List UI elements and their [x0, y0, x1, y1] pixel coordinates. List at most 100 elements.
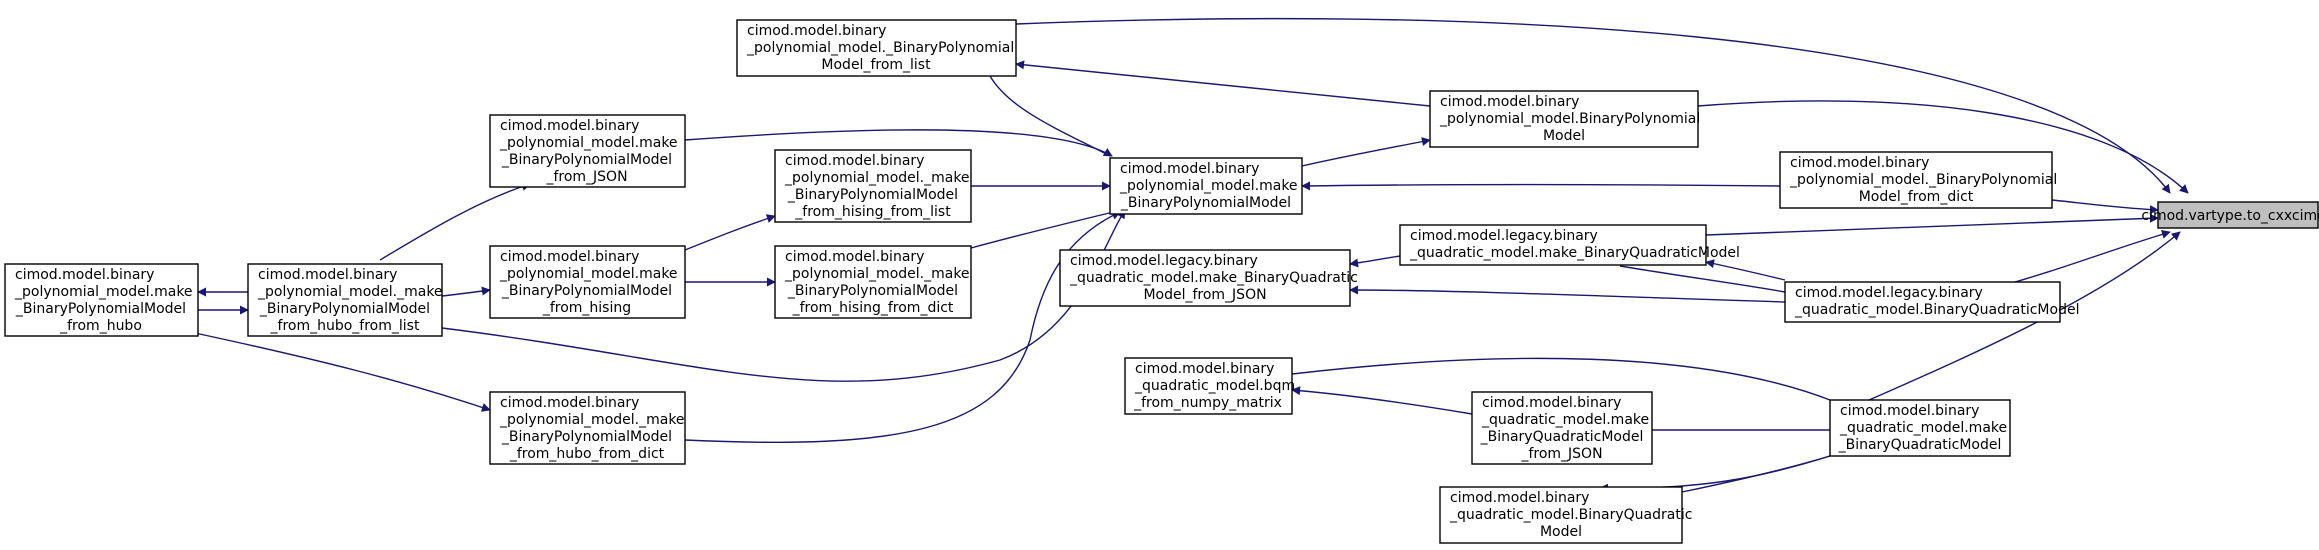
node-label-line: _BinaryQuadraticModel	[1480, 429, 1644, 445]
node-label-line: cimod.model.binary	[15, 267, 154, 283]
node-label-line: _from_hising_from_list	[794, 204, 951, 220]
node-label: cimod.vartype.to_cxxcimod	[2141, 208, 2319, 224]
edge-make-bpm-to-from-list	[989, 75, 1111, 157]
node-label-line: _from_hubo_from_list	[270, 318, 420, 334]
edge-bqm-json-to-numpy	[1291, 386, 1473, 415]
node-label-line: cimod.model.binary	[500, 395, 639, 411]
node-label-line: _polynomial_model._BinaryPolynomial	[1789, 172, 2057, 188]
node-label-line: _BinaryPolynomialModel	[787, 283, 958, 299]
node-bpm-make-from-hising-from-dict[interactable]: cimod.model.binary _polynomial_model._ma…	[774, 245, 972, 319]
edge-from-list-to-cxxcimod	[1015, 17, 2171, 194]
node-label-line: _quadratic_model.make	[1481, 412, 1649, 428]
node-label-line: _BinaryPolynomialModel	[501, 152, 672, 168]
node-label-line: _polynomial_model.make	[499, 135, 678, 151]
node-label-line: cimod.model.binary	[500, 118, 639, 134]
node-label-line: _from_hubo	[59, 318, 142, 334]
node-label-line: cimod.model.binary	[1440, 94, 1579, 110]
edge-legacy-bqm-to-legacy-json	[1349, 285, 1786, 303]
edge-legacy-make-to-cxxcimod	[1705, 213, 2159, 236]
node-bpm-make-from-hubo[interactable]: cimod.model.binary _polynomial_model.mak…	[4, 263, 199, 337]
node-legacy-BinaryQuadraticModel[interactable]: cimod.model.legacy.binary _quadratic_mod…	[1784, 281, 2079, 323]
edges	[194, 17, 2189, 493]
node-bpm-make-from-hubo-from-list[interactable]: cimod.model.binary _polynomial_model._ma…	[247, 263, 443, 337]
node-label-line: cimod.model.binary	[785, 153, 924, 169]
node-label-line: cimod.model.binary	[1135, 361, 1274, 377]
node-label-line: _BinaryPolynomialModel	[1120, 195, 1291, 211]
edge-hising-dict-to-make-bpm	[970, 205, 1131, 249]
node-label-line: _from_numpy_matrix	[1133, 395, 1282, 411]
node-label-line: cimod.model.binary	[1120, 161, 1259, 177]
edge-numpy-to-bqm-make	[1291, 357, 1831, 401]
edge-hubo-list-to-hising	[441, 286, 491, 297]
edge-hubo-list-to-from-json	[379, 182, 531, 261]
node-label-line: _polynomial_model.make	[499, 266, 678, 282]
node-bpm-make-BinaryPolynomialModel[interactable]: cimod.model.binary _polynomial_model.mak…	[1109, 157, 1303, 215]
edge-make-bpm-to-bpm	[1301, 137, 1431, 167]
node-label-line: _quadratic_model.make_BinaryQuadraticMod…	[1409, 245, 1740, 261]
node-label-line: _BinaryPolynomialModel	[501, 429, 672, 445]
node-label-line: Model	[1543, 128, 1585, 144]
node-label-line: _polynomial_model._make	[499, 412, 685, 428]
node-label-line: _quadratic_model.BinaryQuadratic	[1449, 507, 1692, 523]
edge-from-dict-to-make-bpm	[1301, 181, 1781, 191]
edge-legacy-make-to-legacy-json	[1349, 255, 1401, 268]
edge-bqm-class-to-bqm-make	[1681, 455, 1831, 493]
edge-hising-to-hising-list	[684, 214, 776, 251]
node-label-line: _from_hising_from_dict	[792, 300, 954, 316]
edge-hubo-to-hubo-dict	[194, 332, 491, 412]
node-label-line: _from_JSON	[545, 169, 627, 185]
node-to-cxxcimod[interactable]: cimod.vartype.to_cxxcimod	[2141, 201, 2319, 229]
edge-from-json-to-make-bpm	[684, 129, 1113, 157]
node-label-line: _quadratic_model.make	[1839, 420, 2007, 436]
node-bpm-make-from-hising-from-list[interactable]: cimod.model.binary _polynomial_model._ma…	[774, 149, 972, 223]
node-label-line: cimod.model.binary	[1482, 395, 1621, 411]
edge-legacy-bqm-to-legacy-make	[1705, 259, 1786, 281]
node-label-line: cimod.model.binary	[258, 267, 397, 283]
node-bpm-BinaryPolynomialModel[interactable]: cimod.model.binary _polynomial_model.Bin…	[1429, 90, 1700, 148]
node-label-line: cimod.model.binary	[785, 249, 924, 265]
node-label-line: _polynomial_model._make	[257, 284, 443, 300]
node-label-line: cimod.model.binary	[1840, 403, 1979, 419]
node-label-line: cimod.model.legacy.binary	[1410, 228, 1598, 244]
node-bqm-from-numpy-matrix[interactable]: cimod.model.binary _quadratic_model.bqm …	[1124, 357, 1295, 415]
node-label-line: cimod.model.legacy.binary	[1070, 253, 1258, 269]
node-label-line: Model_from_dict	[1859, 189, 1974, 205]
node-label-line: _from_hubo_from_dict	[509, 446, 665, 462]
node-bpm-BinaryPolynomialModel-from-dict[interactable]: cimod.model.binary _polynomial_model._Bi…	[1779, 151, 2057, 209]
edge-legacy-make-to-legacy-bqm	[1619, 265, 1786, 293]
node-label-line: cimod.model.binary	[747, 23, 886, 39]
node-label-line: _BinaryPolynomialModel	[501, 283, 672, 299]
node-label-line: _quadratic_model.make_BinaryQuadratic	[1069, 270, 1358, 286]
node-label-line: _quadratic_model.BinaryQuadraticModel	[1794, 302, 2079, 318]
node-label-line: _BinaryQuadraticModel	[1838, 437, 2002, 453]
node-label-line: Model	[1540, 524, 1582, 540]
edge-bqm-make-to-cxxcimod	[1859, 231, 2181, 405]
node-label-line: _polynomial_model._make	[784, 170, 970, 186]
node-bpm-make-from-hubo-from-dict[interactable]: cimod.model.binary _polynomial_model._ma…	[489, 391, 686, 465]
node-bpm-make-from-JSON[interactable]: cimod.model.binary _polynomial_model.mak…	[489, 114, 686, 188]
node-label-line: cimod.model.binary	[500, 249, 639, 265]
node-label-line: _BinaryPolynomialModel	[15, 301, 186, 317]
node-bqm-make-from-JSON[interactable]: cimod.model.binary _quadratic_model.make…	[1471, 391, 1653, 465]
node-bpm-make-from-hising[interactable]: cimod.model.binary _polynomial_model.mak…	[489, 245, 686, 319]
node-label-line: _BinaryPolynomialModel	[787, 187, 958, 203]
node-label-line: _polynomial_model.make	[1119, 178, 1298, 194]
node-bpm-BinaryPolynomialModel-from-list[interactable]: cimod.model.binary _polynomial_model._Bi…	[736, 19, 1017, 77]
node-label-line: _from_hising	[542, 300, 631, 316]
node-label-line: _polynomial_model.make	[14, 284, 193, 300]
node-legacy-make-BinaryQuadraticModel[interactable]: cimod.model.legacy.binary _quadratic_mod…	[1399, 224, 1740, 266]
node-legacy-make-from-JSON[interactable]: cimod.model.legacy.binary _quadratic_mod…	[1059, 249, 1358, 307]
node-bqm-make-BinaryQuadraticModel[interactable]: cimod.model.binary _quadratic_model.make…	[1829, 399, 2011, 457]
node-label-line: cimod.model.binary	[1790, 155, 1929, 171]
node-label-line: _polynomial_model.BinaryPolynomial	[1439, 111, 1700, 127]
node-label-line: _BinaryPolynomialModel	[259, 301, 430, 317]
edge-bpm-to-cxxcimod	[1697, 100, 2189, 194]
node-label-line: _quadratic_model.bqm	[1134, 378, 1295, 394]
node-label-line: _polynomial_model._make	[784, 266, 970, 282]
node-label-line: cimod.model.legacy.binary	[1795, 285, 1983, 301]
node-bqm-BinaryQuadraticModel[interactable]: cimod.model.binary _quadratic_model.Bina…	[1439, 486, 1692, 544]
edge-bpm-to-from-list	[1015, 60, 1431, 107]
node-label-line: cimod.model.binary	[1450, 490, 1589, 506]
node-label-line: _from_JSON	[1520, 446, 1602, 462]
